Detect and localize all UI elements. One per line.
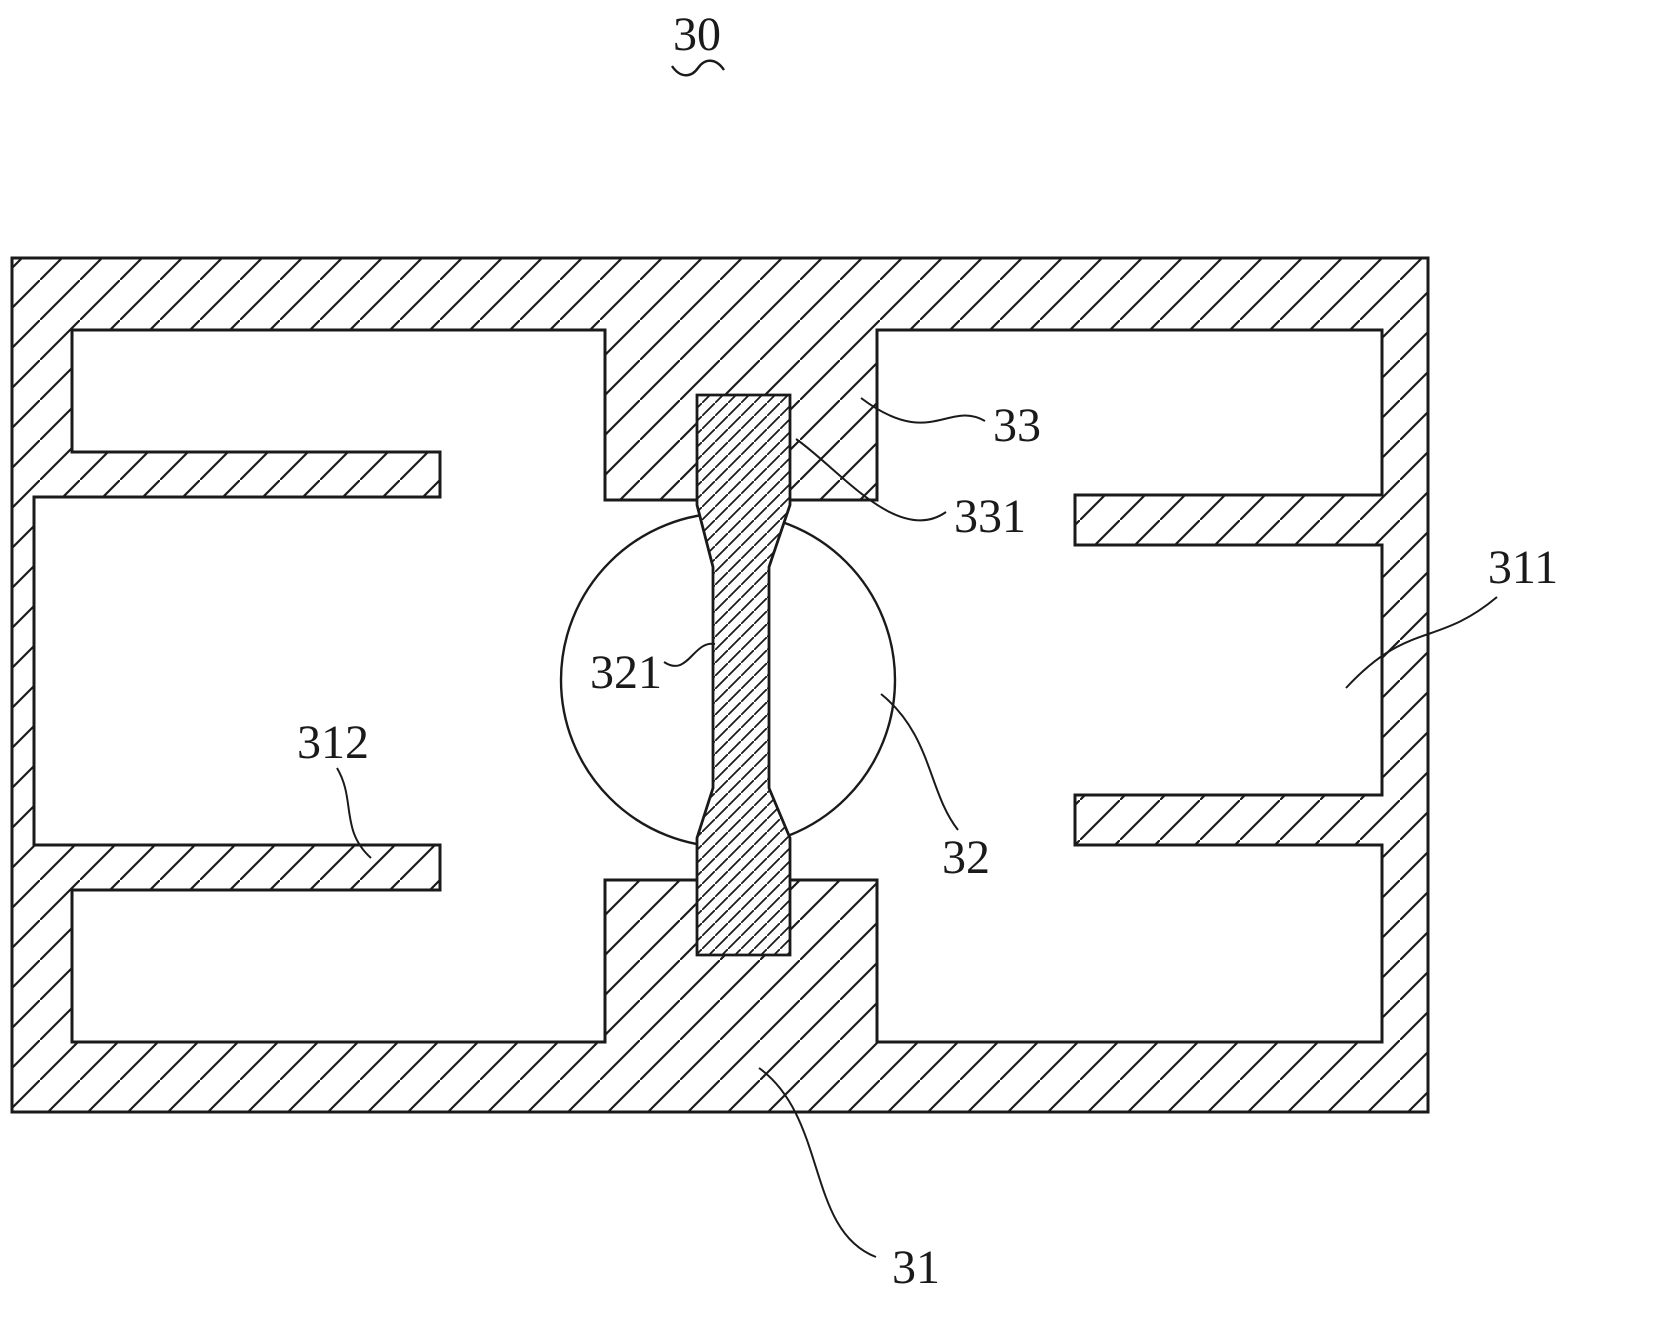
label-left-slot-312: 312	[297, 716, 369, 769]
leader-311	[1345, 596, 1498, 689]
leader-33	[860, 397, 986, 424]
label-recess-331: 331	[954, 490, 1026, 543]
figure-label-squiggle	[671, 59, 725, 77]
leader-331	[795, 438, 947, 522]
label-ball-32: 32	[942, 831, 990, 884]
leader-32	[880, 693, 959, 831]
label-housing-31: 31	[892, 1241, 940, 1294]
shaft-section	[695, 393, 792, 957]
label-assembly-30: 30	[673, 8, 721, 61]
label-support-block-33: 33	[993, 399, 1041, 452]
leader-31	[758, 1067, 877, 1258]
label-right-slot-311: 311	[1488, 541, 1558, 594]
housing-section	[10, 256, 1430, 1114]
leader-321	[663, 642, 716, 667]
leader-312	[336, 767, 372, 859]
label-shaft-321: 321	[590, 646, 662, 699]
